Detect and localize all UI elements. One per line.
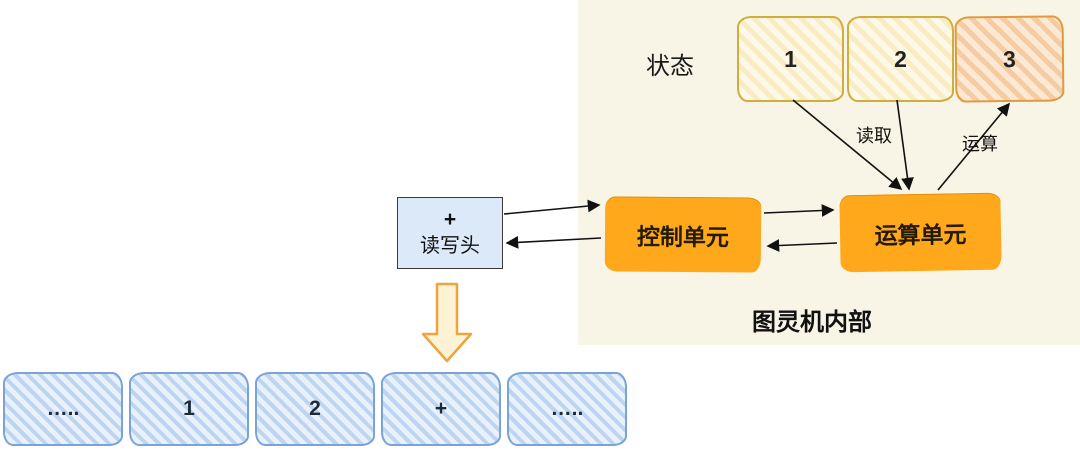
tape-cell: 2 — [255, 372, 375, 446]
edge-label-read: 读取 — [856, 126, 892, 146]
tape-cell-label: 1 — [183, 397, 195, 420]
head-label: 读写头 — [420, 234, 480, 257]
down-arrow-icon — [421, 282, 473, 363]
tape-cell-label: ….. — [550, 397, 584, 420]
tape-cell: 1 — [129, 372, 249, 446]
state-box-3-label: 3 — [1002, 45, 1017, 72]
panel-title: 图灵机内部 — [752, 309, 872, 336]
alu-unit-box: 运算单元 — [839, 192, 1002, 273]
control-unit-box: 控制单元 — [604, 196, 762, 273]
tape-cell: + — [381, 372, 501, 446]
state-box-1-label: 1 — [784, 45, 797, 72]
tape-cell: ….. — [507, 372, 627, 446]
tape-cell: ….. — [3, 372, 123, 446]
control-unit-label: 控制单元 — [636, 223, 730, 250]
state-box-1: 1 — [737, 16, 844, 102]
read-write-head-box: + 读写头 — [397, 197, 503, 269]
tape-cell-label: ….. — [46, 397, 80, 420]
state-section-label: 状态 — [646, 53, 694, 80]
head-current-symbol: + — [443, 208, 457, 232]
tape-cell-label: 2 — [309, 397, 321, 420]
tape-cell-label: + — [434, 397, 448, 420]
state-box-2-label: 2 — [894, 45, 907, 72]
edge-label-compute: 运算 — [962, 134, 998, 154]
state-box-2: 2 — [847, 16, 954, 102]
alu-unit-label: 运算单元 — [874, 220, 967, 249]
state-box-3: 3 — [954, 15, 1065, 103]
